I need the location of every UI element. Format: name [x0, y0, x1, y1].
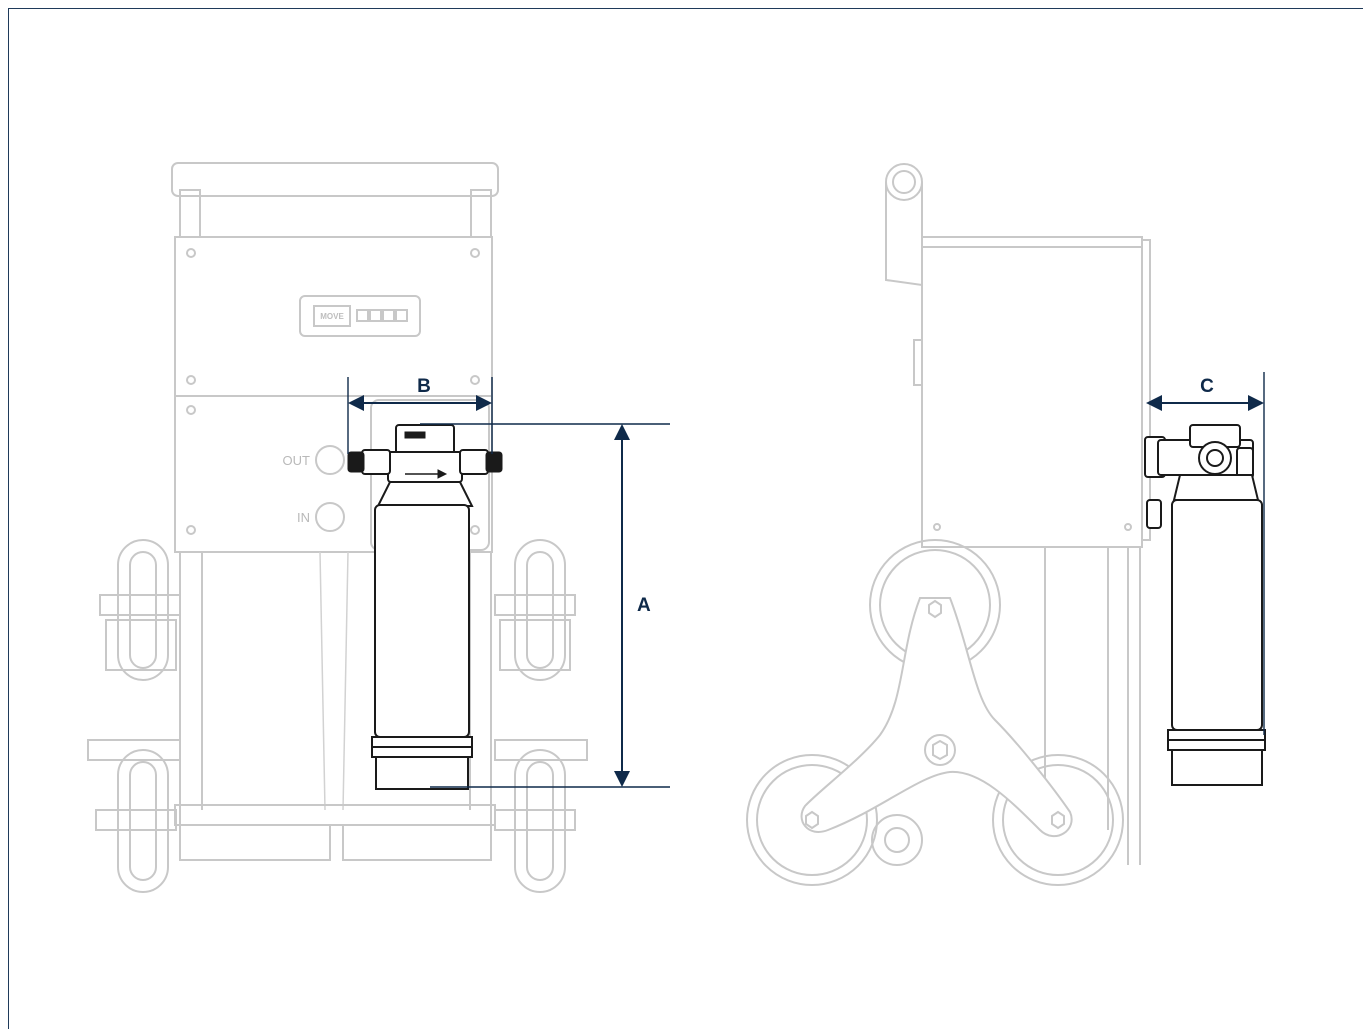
front-view: MOVE OUT IN — [87, 162, 588, 893]
dimension-a: A — [420, 423, 670, 788]
handle-post-left — [179, 189, 201, 241]
figure-frame — [8, 8, 1363, 1029]
dimension-a-label: A — [637, 595, 651, 616]
port-out-label: OUT — [283, 453, 311, 468]
handle-bar — [171, 162, 499, 197]
side-view — [746, 163, 1266, 886]
dimension-c: C — [1146, 372, 1265, 735]
dimension-c-label: C — [1200, 376, 1214, 397]
dimension-b-label: B — [417, 376, 431, 397]
control-panel — [299, 295, 421, 337]
side-housing — [921, 236, 1143, 548]
handle-post-right — [470, 189, 492, 241]
dimension-b: B — [347, 376, 493, 454]
filter-front — [347, 424, 503, 790]
panel-label: MOVE — [320, 312, 344, 321]
port-in — [315, 502, 345, 532]
port-in-label: IN — [297, 510, 310, 525]
port-out — [315, 445, 345, 475]
filter-side — [1144, 424, 1266, 786]
